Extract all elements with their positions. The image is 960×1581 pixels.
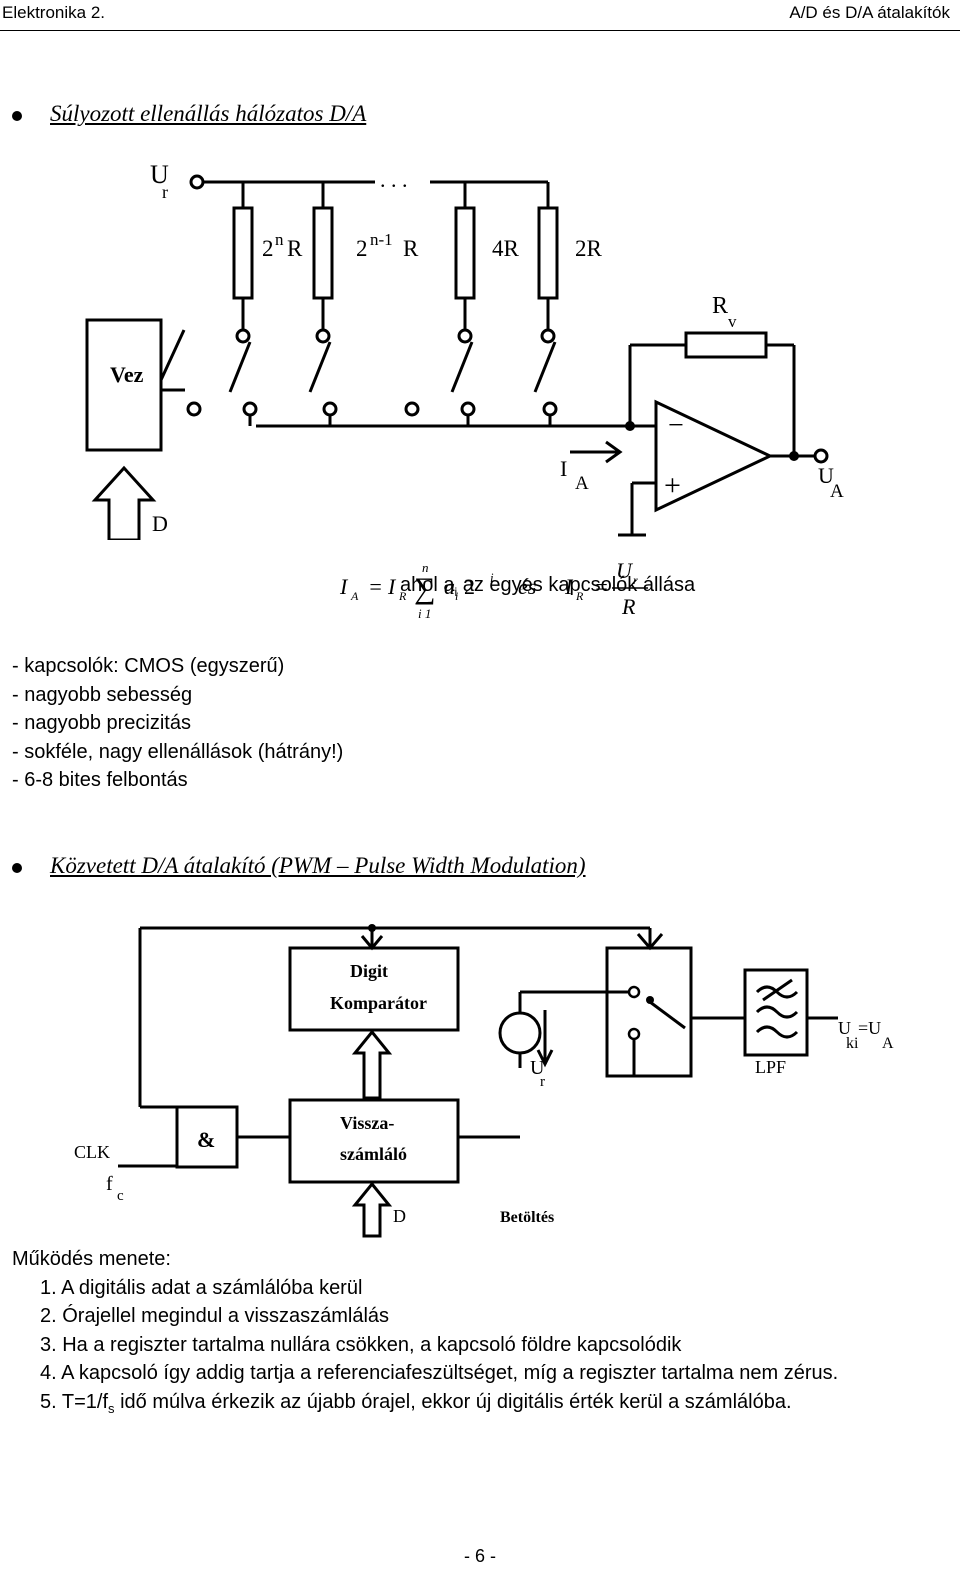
- load-label: Betöltés: [500, 1209, 554, 1226]
- res2-base: 2: [356, 236, 368, 261]
- ua-terminal: [813, 448, 829, 464]
- rv-label: R: [712, 293, 728, 319]
- svg-text:és: és: [518, 574, 536, 599]
- comparator-box: [288, 946, 460, 1032]
- ua-sub: A: [830, 481, 844, 502]
- svg-text:I: I: [564, 574, 574, 599]
- ia-label: I: [560, 456, 567, 481]
- bullet-icon: [12, 111, 22, 121]
- header-right: A/D és D/A átalakítók: [789, 3, 950, 22]
- list-item: - nagyobb precizitás: [12, 712, 191, 735]
- page-number: - 6 -: [463, 1546, 496, 1566]
- step-item: 5. T=1/fs idő múlva érkezik az újabb óra…: [40, 1390, 792, 1416]
- svg-text:=: =: [368, 574, 383, 599]
- ur-label: U: [150, 160, 169, 189]
- plus-sign: +: [664, 469, 681, 502]
- resistor-2r: [537, 206, 559, 300]
- step-item: 1. A digitális adat a számlálóba kerül: [40, 1276, 363, 1299]
- fc-sub: c: [117, 1188, 124, 1204]
- out-sub: ki: [846, 1035, 859, 1052]
- ur-source: [498, 1011, 542, 1055]
- lpf-label: LPF: [755, 1057, 786, 1077]
- counter-line1: Vissza-: [340, 1113, 394, 1133]
- res2-tail: R: [403, 236, 419, 261]
- and-label: &: [197, 1127, 215, 1152]
- clk-label: CLK: [74, 1142, 110, 1162]
- switch-box: [605, 946, 693, 1078]
- comp-line2: Komparátor: [330, 993, 427, 1013]
- minus-sign: −: [668, 410, 684, 441]
- list-item: - sokféle, nagy ellenállások (hátrány!): [12, 740, 344, 763]
- counter-line2: számláló: [340, 1144, 407, 1164]
- out-sub2: A: [882, 1035, 894, 1052]
- d-label: D: [152, 511, 168, 536]
- svg-text:n: n: [422, 560, 429, 575]
- res1-base: 2: [262, 236, 274, 261]
- res2-sup: n-1: [370, 230, 393, 249]
- svg-text:R: R: [575, 589, 584, 603]
- res4-label: 2R: [575, 236, 603, 261]
- svg-text:R: R: [398, 589, 407, 603]
- opamp-symbol: [654, 399, 774, 513]
- svg-text:r: r: [633, 573, 638, 587]
- svg-text:A: A: [350, 589, 359, 603]
- ur-sub: r: [162, 182, 168, 202]
- svg-text:I: I: [387, 574, 397, 599]
- res3-label: 4R: [492, 236, 520, 261]
- res1-tail: R: [287, 236, 303, 261]
- list-item: - nagyobb sebesség: [12, 683, 193, 706]
- feature-list: - kapcsolók: CMOS (egyszerű) - nagyobb s…: [12, 652, 343, 795]
- svg-text:2: 2: [464, 574, 475, 599]
- comp-line1: Digit: [350, 961, 388, 981]
- out-label: U: [838, 1018, 851, 1038]
- ur-terminal: [189, 174, 205, 190]
- page-header: Elektronika 2. A/D és D/A átalakítók: [0, 0, 960, 31]
- bullet-icon: [12, 863, 22, 873]
- svg-text:R: R: [621, 594, 636, 619]
- svg-text:U: U: [616, 558, 634, 583]
- ia-sub: A: [575, 473, 589, 494]
- dots: . . .: [380, 167, 408, 192]
- list-item: - 6-8 bites felbontás: [12, 769, 188, 792]
- svg-text:i: i: [490, 570, 494, 585]
- ur-label: U: [530, 1057, 545, 1079]
- weighted-resistor-dac-diagram: U r . . . 2 n R 2 n-1 R 4R 2R R v Vez D …: [85, 160, 844, 540]
- res1-sup: n: [275, 230, 284, 249]
- svg-text:i 1: i 1: [418, 606, 431, 621]
- resistor-2n-1: [312, 206, 334, 300]
- vez-label: Vez: [110, 362, 144, 387]
- resistor-rv: [684, 331, 768, 359]
- lpf-box: [743, 968, 809, 1057]
- section2-title: Közvetett D/A átalakító (PWM – Pulse Wid…: [50, 853, 586, 878]
- ur-sub: r: [540, 1074, 545, 1090]
- counter-box: [288, 1098, 460, 1184]
- list-item: - kapcsolók: CMOS (egyszerű): [12, 655, 285, 677]
- fc-label: f: [106, 1173, 113, 1195]
- step-item: 2. Órajellel megindul a visszaszámlálás: [40, 1305, 390, 1328]
- formula-note: ahol ai az egyes kapcsolók állása: [400, 574, 696, 599]
- operation-steps: Működés menete: 1. A digitális adat a sz…: [12, 1245, 838, 1424]
- section1-title: Súlyozott ellenállás hálózatos D/A: [50, 101, 367, 126]
- step-item: 4. A kapcsoló így addig tartja a referen…: [40, 1362, 839, 1385]
- svg-text:a: a: [444, 574, 455, 599]
- ua-label: U: [818, 463, 834, 488]
- svg-text:=: =: [594, 574, 609, 599]
- resistor-2n: [232, 206, 254, 300]
- svg-text:∑: ∑: [414, 572, 435, 605]
- step-item: 3. Ha a regiszter tartalma nullára csökk…: [40, 1333, 682, 1356]
- d-label: D: [393, 1206, 406, 1226]
- header-left: Elektronika 2.: [2, 3, 105, 22]
- steps-title: Működés menete:: [12, 1248, 171, 1270]
- pwm-dac-diagram: Digit Komparátor Vissza- számláló & U r …: [74, 924, 894, 1238]
- svg-text:I: I: [339, 574, 349, 599]
- out-eq: =U: [858, 1018, 881, 1038]
- svg-text:i: i: [455, 589, 458, 603]
- vez-box: [85, 318, 163, 452]
- formula: I A = I R n i 1 a i i és I R = U r R 2 ∑: [339, 558, 648, 621]
- rv-sub: v: [728, 312, 737, 331]
- resistor-4r: [454, 206, 476, 300]
